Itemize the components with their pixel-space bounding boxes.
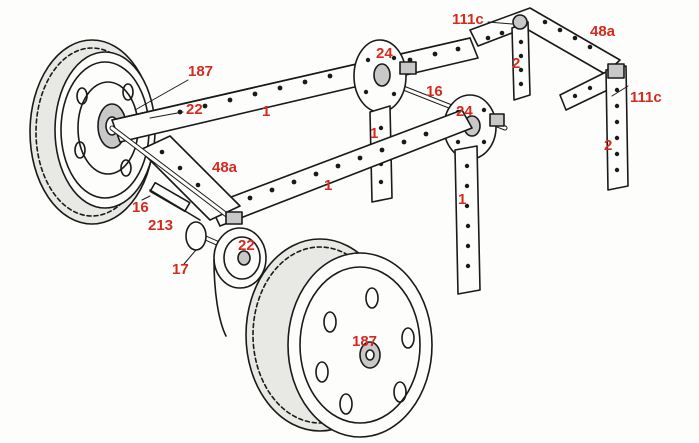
label-111c-right: 111c (630, 89, 662, 106)
label-1-middle-strip: 1 (324, 177, 333, 194)
label-187-rear-wheel: 187 (188, 63, 214, 80)
label-2-right-strip: 2 (604, 137, 613, 154)
strip-1-middle (209, 109, 473, 227)
label-48a-left-bracket: 48a (212, 159, 238, 176)
label-24-lower-pulley: 24 (456, 103, 473, 120)
label-111c-top: 111c (452, 11, 484, 28)
label-24-upper-pulley: 24 (376, 45, 393, 62)
label-16-left-rod: 16 (132, 199, 149, 216)
label-22-lower-pulley: 22 (238, 237, 255, 254)
rear-frame (469, 7, 629, 191)
bracket-48a-left (109, 125, 243, 225)
label-2-left-strip: 2 (512, 55, 521, 72)
label-1-vertical-b: 1 (458, 191, 467, 208)
label-187-front-wheel: 187 (352, 333, 378, 350)
label-17: 17 (172, 261, 189, 278)
label-1-vertical-a: 1 (370, 125, 379, 142)
label-1-top-strip: 1 (262, 103, 271, 120)
label-16-center-rod: 16 (426, 83, 443, 100)
leader-lines (134, 21, 629, 265)
strip-1-vertical-b (454, 145, 481, 295)
pulley-22-lower (185, 221, 267, 337)
label-48a-right-bracket: 48a (590, 23, 616, 40)
label-22-upper-pulley: 22 (186, 101, 203, 118)
label-213: 213 (148, 217, 174, 234)
front-wheel-187 (245, 238, 433, 438)
